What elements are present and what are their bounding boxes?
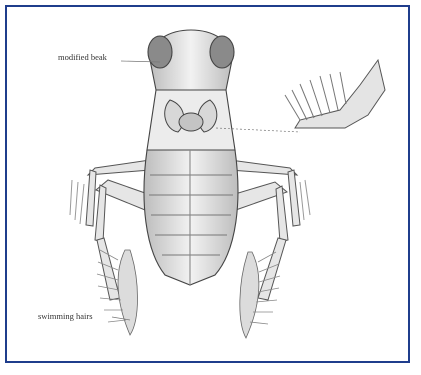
abdomen bbox=[144, 150, 238, 285]
swimming-hairs-label: swimming hairs bbox=[38, 311, 93, 321]
insect-body bbox=[144, 30, 238, 285]
right-eye bbox=[210, 36, 234, 68]
left-eye bbox=[148, 36, 172, 68]
paddle-detail bbox=[285, 60, 385, 128]
modified-beak-label: modified beak bbox=[58, 52, 107, 62]
